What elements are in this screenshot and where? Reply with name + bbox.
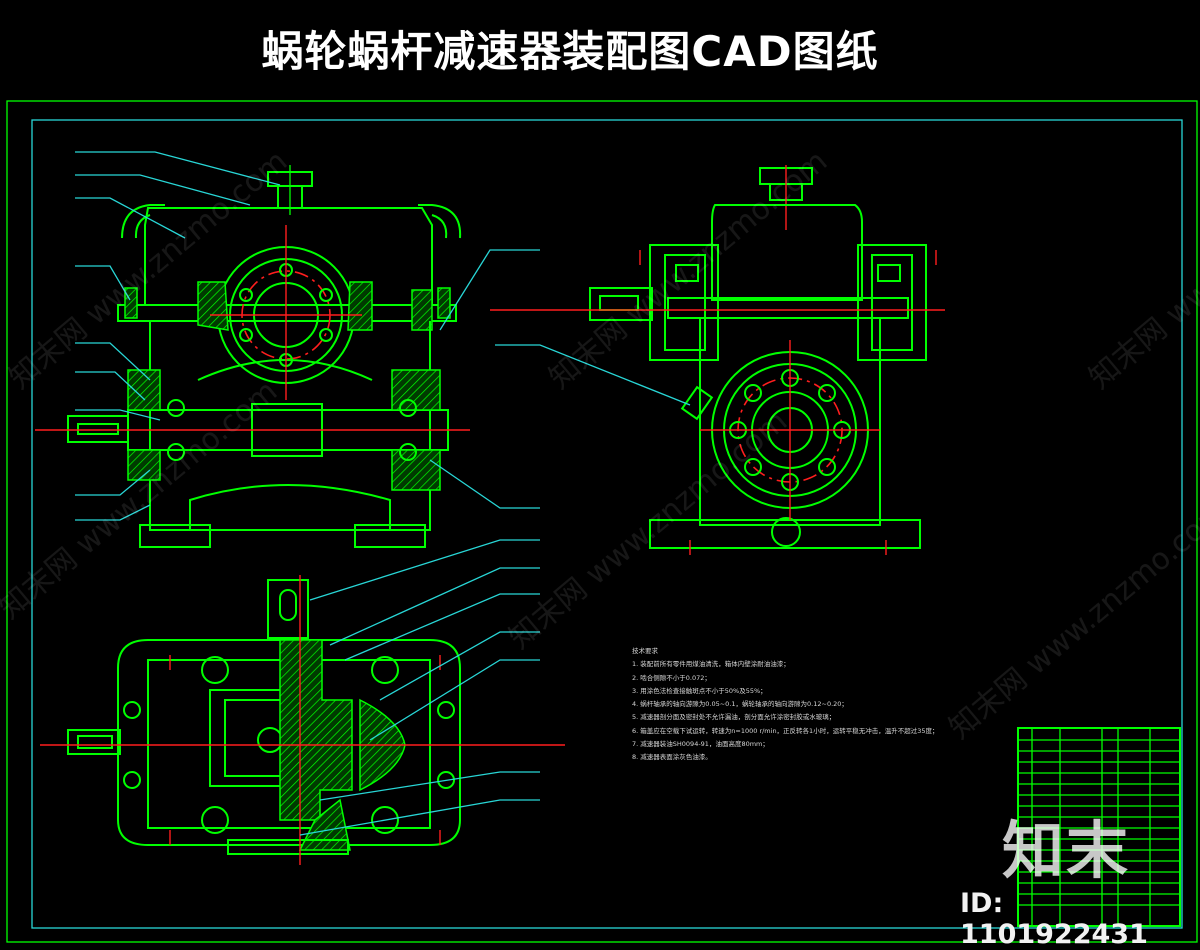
image-id-label: ID: 1101922431 [960, 888, 1148, 950]
watermark-text: 知末网 www.znzmo.com [503, 404, 794, 656]
parts-list-table [1017, 727, 1181, 927]
side-view [490, 165, 945, 555]
technical-note-line: 8. 减速器表面涂灰色油漆。 [632, 753, 712, 762]
technical-note-line: 1. 装配前所有零件用煤油清洗，箱体内壁涂耐油油漆； [632, 660, 790, 669]
technical-notes-heading: 技术要求 [632, 647, 658, 655]
technical-note-line: 2. 啮合侧隙不小于0.072； [632, 673, 711, 682]
technical-notes: 技术要求 1. 装配前所有零件用煤油清洗，箱体内壁涂耐油油漆； 2. 啮合侧隙不… [632, 645, 992, 765]
watermark-text: 知末网 www.znzmo.com [0, 374, 284, 626]
technical-note-line: 5. 减速器剖分面及密封处不允许漏油，剖分面允许涂密封胶或水玻璃； [632, 713, 836, 722]
top-view [40, 539, 565, 865]
inner-frame [31, 119, 1183, 929]
technical-note-line: 7. 减速器装油SH0094-91，油面高度80mm； [632, 740, 769, 749]
technical-note-line: 3. 用涂色法检查接触斑点不小于50%及55%； [632, 686, 767, 695]
brand-logo: 知末 [1002, 814, 1131, 887]
page-title: 蜗轮蜗杆减速器装配图CAD图纸 [261, 27, 879, 76]
front-view-section [35, 151, 540, 548]
technical-note-line: 6. 箱盖应在空载下试运转，转速为n=1000 r/min，正反转各1小时，运转… [632, 726, 939, 735]
technical-note-line: 4. 蜗杆轴承的轴向游隙为0.05~0.1，蜗轮轴承的轴向游隙为0.12~0.2… [632, 700, 848, 709]
outer-frame [6, 100, 1198, 943]
watermark-layer: 知末网 www.znzmo.com 知末网 www.znzmo.com 知末网 … [0, 144, 1200, 746]
